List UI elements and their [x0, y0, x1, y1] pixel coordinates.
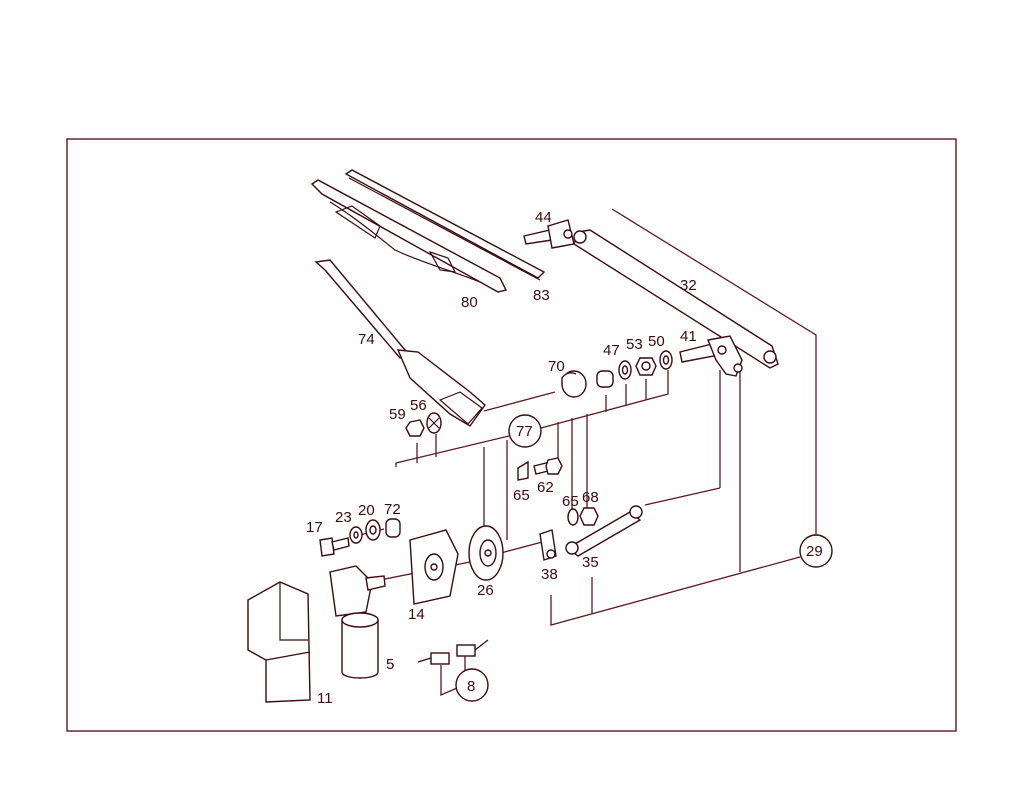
- label-14: 14: [408, 606, 425, 623]
- label-44: 44: [535, 209, 552, 226]
- washer-65: [567, 508, 579, 526]
- washer-56: [426, 412, 442, 434]
- wiper-motor-5: [329, 565, 386, 679]
- leader-lines: [359, 208, 817, 696]
- connector-8: [417, 639, 489, 665]
- wiper-blade-80: [310, 179, 508, 293]
- label-20: 20: [358, 502, 375, 519]
- label-50: 50: [648, 333, 665, 350]
- crank-38: [539, 529, 557, 561]
- label-68: 68: [582, 489, 599, 506]
- pivot-shaft-41: [679, 335, 743, 377]
- label-38: 38: [541, 566, 558, 583]
- label-83: 83: [533, 287, 550, 304]
- disc-26: [468, 525, 504, 581]
- wiper-blade-insert-83: [344, 169, 546, 281]
- nut-68: [579, 507, 599, 526]
- circle-8: [455, 668, 489, 702]
- label-8: 8: [467, 678, 475, 695]
- label-41: 41: [680, 328, 697, 345]
- label-62: 62: [537, 479, 554, 496]
- bracket-14: [409, 529, 459, 605]
- label-80: 80: [461, 294, 478, 311]
- cover-11: [247, 581, 311, 703]
- label-32: 32: [680, 277, 697, 294]
- label-53: 53: [626, 336, 643, 353]
- label-35: 35: [582, 554, 599, 571]
- label-65-upper: 65: [513, 487, 530, 504]
- label-74: 74: [358, 331, 375, 348]
- bush-72: [385, 518, 401, 538]
- label-29: 29: [806, 543, 823, 560]
- label-56: 56: [410, 397, 427, 414]
- label-26: 26: [477, 582, 494, 599]
- connecting-rod-35: [565, 505, 643, 557]
- label-59: 59: [389, 406, 406, 423]
- label-65-lower: 65: [562, 493, 579, 510]
- diagram-frame: [66, 138, 957, 732]
- cap-70: [561, 370, 587, 398]
- label-47: 47: [603, 342, 620, 359]
- label-70: 70: [548, 358, 565, 375]
- washer-23: [349, 526, 363, 544]
- bolt-17: [319, 537, 350, 557]
- label-77: 77: [516, 423, 533, 440]
- washer-20: [365, 519, 381, 541]
- label-5: 5: [386, 656, 394, 673]
- nut-59: [405, 419, 425, 437]
- nut-50: [635, 357, 657, 376]
- wiper-arm-74: [314, 259, 486, 427]
- circle-77: [508, 414, 542, 448]
- part-labels: 44 32 80 83 74 41 47 53 50 70 59 56 77 6…: [306, 209, 823, 707]
- washer-50b: [659, 350, 673, 370]
- label-17: 17: [306, 519, 323, 536]
- label-11: 11: [317, 690, 333, 707]
- bushing-47: [596, 370, 614, 388]
- label-72: 72: [384, 501, 401, 518]
- bolt-62: [533, 457, 563, 475]
- washer-53: [618, 360, 632, 380]
- label-23: 23: [335, 509, 352, 526]
- clip-65: [517, 460, 529, 481]
- circle-29: [799, 534, 833, 568]
- pivot-shaft-44: [523, 219, 575, 249]
